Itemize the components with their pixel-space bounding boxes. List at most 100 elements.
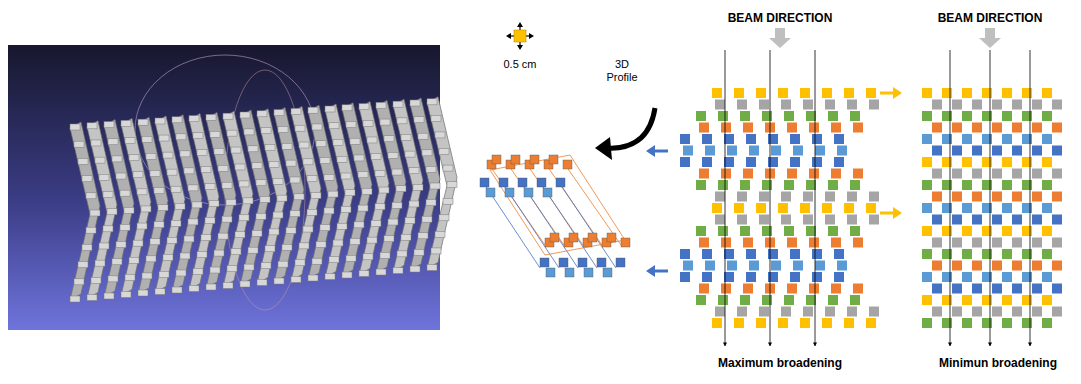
drawing-rect	[282, 244, 292, 250]
drawing-rect	[303, 226, 313, 232]
drawing-rect	[942, 249, 952, 259]
drawing-rect	[922, 88, 932, 98]
drawing-rect	[1032, 238, 1042, 248]
drawing-rect	[188, 219, 198, 225]
drawing-rect	[850, 111, 860, 121]
drawing-rect	[992, 215, 1002, 225]
drawing-rect	[261, 128, 271, 134]
drawing-line	[1030, 50, 1031, 346]
drawing-rect	[584, 268, 593, 277]
drawing-rect	[124, 207, 134, 213]
drawing-rect	[962, 180, 972, 190]
drawing-rect	[1002, 88, 1012, 98]
drawing-rect	[248, 146, 258, 152]
drawing-rect	[1002, 295, 1012, 305]
drawing-rect	[1002, 272, 1012, 282]
drawing-rect	[1052, 284, 1062, 294]
drawing-rect	[847, 192, 857, 202]
drawing-rect	[565, 268, 574, 277]
drawing-rect	[116, 173, 126, 179]
drawing-rect	[443, 165, 453, 171]
drawing-rect	[756, 88, 766, 98]
drawing-rect	[715, 192, 725, 202]
drawing-rect	[922, 111, 932, 121]
drawing-rect	[793, 146, 803, 156]
drawing-rect	[337, 156, 347, 162]
drawing-rect	[982, 272, 992, 282]
drawing-rect	[962, 295, 972, 305]
drawing-rect	[341, 173, 351, 179]
drawing-line	[770, 50, 771, 346]
drawing-rect	[762, 180, 772, 190]
drawing-rect	[1052, 100, 1062, 110]
drawing-rect	[1002, 134, 1012, 144]
drawing-rect	[155, 289, 165, 295]
drawing-rect	[358, 205, 368, 211]
drawing-rect	[1022, 88, 1032, 98]
drawing-rect	[376, 102, 386, 108]
drawing-rect	[982, 88, 992, 98]
drawing-rect	[784, 111, 794, 121]
drawing-rect	[727, 261, 737, 271]
drawing-rect	[787, 284, 797, 294]
drawing-rect	[1042, 272, 1052, 282]
drawing-rect	[142, 273, 152, 279]
drawing-rect	[712, 203, 722, 213]
drawing-rect	[363, 254, 373, 260]
drawing-rect	[1002, 111, 1012, 121]
drawing-rect	[295, 260, 305, 266]
drawing-rect	[290, 211, 300, 217]
drawing-rect	[70, 296, 80, 302]
drawing-rect	[972, 284, 982, 294]
drawing-rect	[718, 180, 728, 190]
drawing-path	[979, 28, 1001, 48]
drawing-rect	[125, 274, 135, 280]
drawing-rect	[397, 251, 407, 257]
drawing-rect	[329, 123, 339, 129]
drawing-rect	[87, 295, 97, 301]
drawing-rect	[724, 272, 734, 282]
drawing-rect	[133, 172, 143, 178]
drawing-rect	[214, 148, 224, 154]
drawing-rect	[837, 261, 847, 271]
drawing-rect	[834, 249, 844, 259]
drawing-rect	[1052, 192, 1062, 202]
drawing-rect	[546, 268, 555, 277]
drawing-rect	[206, 284, 216, 290]
drawing-rect	[759, 100, 769, 110]
drawing-rect	[787, 123, 797, 133]
drawing-rect	[743, 169, 753, 179]
drawing-rect	[1012, 100, 1022, 110]
drawing-rect	[806, 111, 816, 121]
drawing-rect	[354, 155, 364, 161]
drawing-rect	[800, 203, 810, 213]
drawing-rect	[514, 30, 526, 42]
drawing-rect	[223, 283, 233, 289]
drawing-rect	[206, 114, 216, 120]
drawing-rect	[269, 161, 279, 167]
drawing-rect	[197, 150, 207, 156]
drawing-rect	[511, 155, 520, 164]
drawing-rect	[992, 192, 1002, 202]
drawing-rect	[325, 106, 335, 112]
drawing-rect	[362, 188, 372, 194]
drawing-rect	[1032, 261, 1042, 271]
drawing-rect	[680, 249, 690, 259]
drawing-rect	[274, 110, 284, 116]
drawing-rect	[853, 123, 863, 133]
drawing-path	[769, 28, 791, 48]
drawing-rect	[358, 172, 368, 178]
drawing-rect	[175, 203, 185, 209]
drawing-rect	[962, 249, 972, 259]
drawing-rect	[800, 318, 810, 328]
drawing-line	[950, 50, 951, 346]
drawing-rect	[409, 201, 419, 207]
drawing-rect	[952, 192, 962, 202]
drawing-rect	[869, 192, 879, 202]
drawing-rect	[260, 197, 270, 203]
drawing-rect	[834, 134, 844, 144]
drawing-rect	[1022, 111, 1032, 121]
drawing-rect	[240, 281, 250, 287]
drawing-rect	[74, 141, 84, 147]
